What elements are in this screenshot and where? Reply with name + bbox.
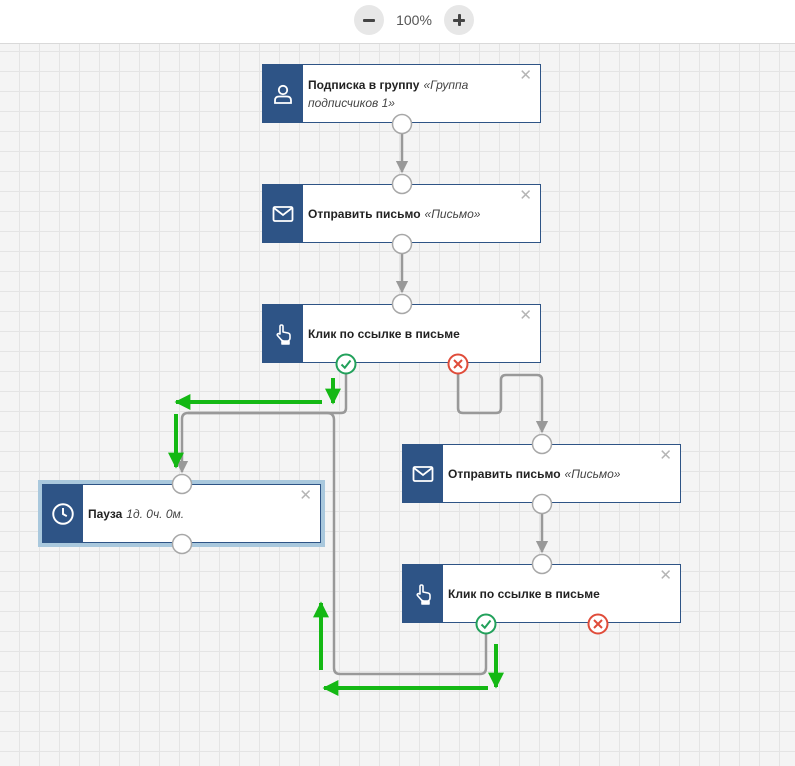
output-port	[171, 533, 193, 555]
close-icon[interactable]: ✕	[519, 307, 532, 324]
input-port	[391, 293, 413, 315]
output-port	[531, 493, 553, 515]
node-link-click-2[interactable]: Клик по ссылке в письме ✕	[402, 564, 681, 623]
node-title: Клик по ссылке в письме	[308, 326, 460, 341]
input-port	[531, 433, 553, 455]
node-title: Пауза	[88, 506, 123, 521]
success-port	[475, 613, 497, 635]
close-icon[interactable]: ✕	[659, 447, 672, 464]
output-port	[391, 113, 413, 135]
node-title: Подписка в группу	[308, 77, 420, 92]
close-icon[interactable]: ✕	[659, 567, 672, 584]
close-icon[interactable]: ✕	[519, 187, 532, 204]
node-param: «Группа подписчиков 1»	[308, 77, 469, 110]
envelope-icon	[412, 465, 434, 482]
envelope-icon	[272, 205, 294, 222]
node-param: 1д. 0ч. 0м.	[126, 506, 185, 521]
zoom-out-button[interactable]	[354, 5, 384, 35]
minus-icon	[363, 18, 375, 22]
close-icon[interactable]: ✕	[519, 67, 532, 84]
node-title: Отправить письмо	[448, 466, 561, 481]
input-port	[391, 173, 413, 195]
node-param: «Письмо»	[424, 206, 481, 221]
input-port	[531, 553, 553, 575]
failure-port	[587, 613, 609, 635]
node-group-subscription[interactable]: Подписка в группу«Группа подписчиков 1» …	[262, 64, 541, 123]
zoom-in-button[interactable]	[444, 5, 474, 35]
hand-click-icon	[416, 583, 431, 605]
node-param: «Письмо»	[564, 466, 621, 481]
connector-line	[188, 411, 488, 676]
clock-icon	[52, 502, 74, 525]
connector-line	[456, 373, 549, 434]
zoom-level: 100%	[396, 12, 432, 28]
success-port	[335, 353, 357, 375]
hand-click-icon	[276, 323, 291, 345]
user-icon	[274, 84, 292, 104]
close-icon[interactable]: ✕	[299, 487, 312, 504]
input-port	[171, 473, 193, 495]
node-title: Отправить письмо	[308, 206, 421, 221]
node-title: Клик по ссылке в письме	[448, 586, 600, 601]
failure-port	[447, 353, 469, 375]
output-port	[391, 233, 413, 255]
zoom-toolbar: 100%	[0, 0, 795, 44]
